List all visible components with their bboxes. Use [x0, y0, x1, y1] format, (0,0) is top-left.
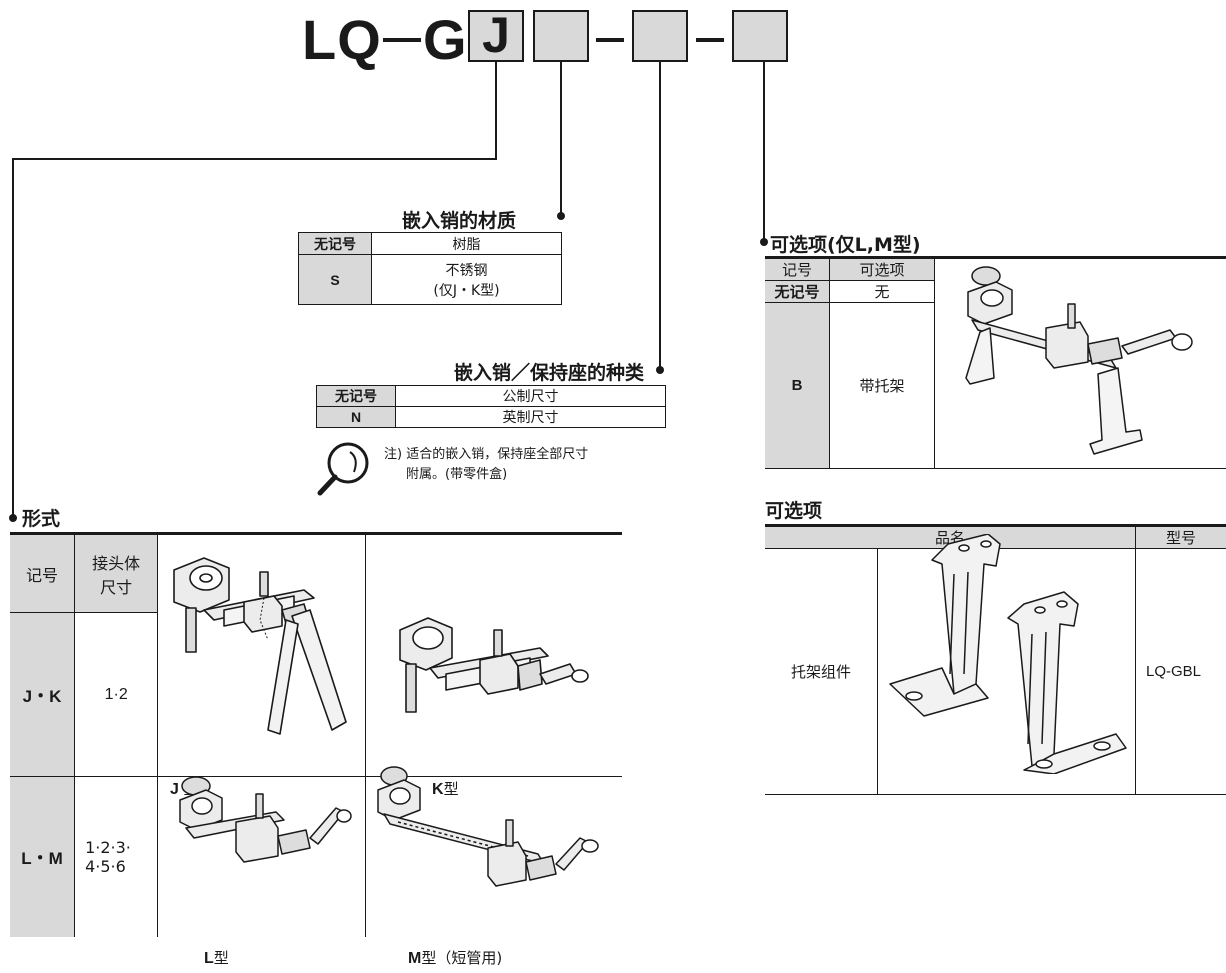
material-symbol-cell: S [298, 254, 372, 305]
material-table: 无记号 树脂 S 不锈钢 (仅J・K型) [298, 232, 562, 305]
connector-option [763, 62, 765, 240]
connector-form-h [12, 158, 497, 160]
form-symbol-jk: J・K [10, 612, 76, 777]
option-lm-header-symbol: 记号 [765, 258, 830, 281]
pin-type-note-line1: 注) 适合的嵌入销，保持座全部尺寸 [384, 447, 589, 462]
magnifier-icon [317, 442, 369, 496]
material-desc-line: 不锈钢 [445, 262, 488, 279]
code-dash-3 [696, 38, 724, 42]
code-box-pin-type [632, 10, 688, 62]
form-title: 形式 [22, 508, 61, 530]
pin-type-symbol-cell: N [316, 406, 396, 428]
material-desc-cell: 树脂 [371, 232, 562, 255]
material-desc-cell: 不锈钢 (仅J・K型) [371, 254, 562, 305]
connector-form-v2 [12, 158, 14, 518]
form-size-lm: 1·2·3· 4·5·6 [74, 776, 159, 937]
form-size-line: 4·5·6 [85, 856, 126, 876]
option-lm-option-cell: 带托架 [829, 302, 935, 469]
form-header-size: 接头体 尺寸 [74, 534, 159, 613]
pin-type-symbol-cell: 无记号 [316, 385, 396, 407]
options-header-name: 品名 [765, 526, 1136, 549]
options-top-rule [765, 524, 1226, 526]
bracket-kit-illustration [889, 534, 1127, 774]
connector-pin-type [659, 62, 661, 368]
code-box-option [732, 10, 788, 62]
pin-type-title: 嵌入销／保持座的种类 [454, 362, 645, 384]
pin-type-note-line2: 附属。(带零件盒) [406, 467, 508, 482]
option-lm-symbol-cell: B [765, 302, 830, 469]
form-size-line: 1·2·3· [85, 837, 131, 857]
connector-form-dot [9, 514, 17, 522]
form-size-jk: 1·2 [74, 612, 159, 777]
bracket-tool-illustration [965, 266, 1193, 455]
connector-material-dot [557, 212, 565, 220]
j-type-tool-illustration [173, 557, 347, 735]
option-lm-option-cell: 无 [829, 280, 935, 303]
option-lm-top-rule [765, 256, 1226, 258]
form-header-size-line: 尺寸 [100, 577, 133, 597]
material-title: 嵌入销的材质 [402, 210, 517, 232]
m-type-tool-illustration [377, 766, 599, 887]
form-header-symbol: 记号 [10, 534, 76, 613]
connector-option-dot [760, 238, 768, 246]
option-lm-header-option: 可选项 [829, 258, 935, 281]
caption-l-type: L型 [204, 947, 229, 968]
form-top-rule [10, 532, 622, 534]
l-type-tool-illustration [179, 776, 352, 863]
options-title: 可选项 [765, 500, 823, 522]
caption-k-letter: K [432, 781, 444, 798]
form-table: 记号 接头体 尺寸 J・K 1·2 L・M 1·2·3· 4·5·6 [10, 534, 622, 937]
caption-j-letter: J [170, 781, 179, 798]
pin-type-desc-cell: 英制尺寸 [395, 406, 666, 428]
pin-type-desc-cell: 公制尺寸 [395, 385, 666, 407]
options-item-name: 托架组件 [765, 548, 878, 795]
code-prefix: LQ [302, 8, 382, 71]
option-lm-title: 可选项(仅L,M型) [770, 234, 921, 256]
material-symbol-cell: 无记号 [298, 232, 372, 255]
options-header-model: 型号 [1135, 526, 1226, 549]
options-item-model: LQ-GBL [1135, 548, 1226, 795]
caption-k-suffix: 型 [443, 780, 459, 798]
form-symbol-lm: L・M [10, 776, 76, 937]
caption-m-suffix: 型（短管用) [421, 949, 503, 967]
k-type-tool-illustration [399, 617, 589, 713]
form-header-size-line: 接头体 [92, 553, 141, 573]
connector-material [560, 62, 562, 214]
code-dash-2 [596, 38, 624, 42]
caption-l-suffix: 型 [213, 949, 229, 967]
caption-l-letter: L [204, 950, 214, 967]
connector-form-v1 [495, 62, 497, 160]
caption-k-type: K型 [432, 778, 459, 799]
caption-m-type: M型（短管用) [408, 947, 502, 968]
pin-type-table: 无记号 公制尺寸 N 英制尺寸 [316, 385, 666, 428]
code-mid: G [423, 8, 468, 71]
code-box-form: J [468, 10, 524, 62]
code-box-material [533, 10, 589, 62]
option-lm-symbol-cell: 无记号 [765, 280, 830, 303]
code-dash-1 [383, 38, 421, 42]
material-desc-line: (仅J・K型) [433, 282, 500, 299]
connector-pin-type-dot [656, 366, 664, 374]
caption-m-letter: M [408, 950, 422, 967]
